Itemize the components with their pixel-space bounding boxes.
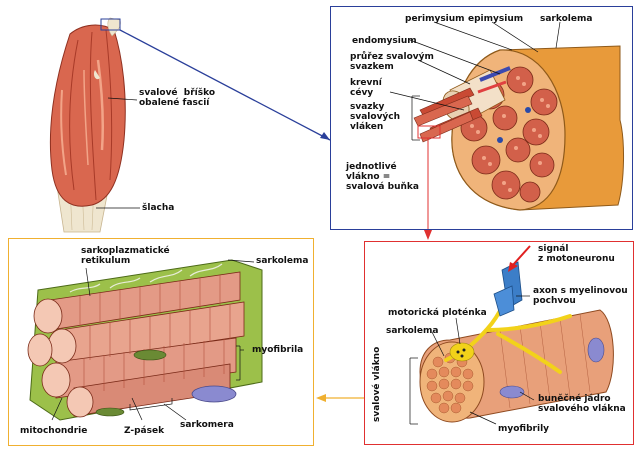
- whole-muscle-illustration: [49, 17, 126, 233]
- label-sarkolema-left: sarkolema: [256, 256, 309, 266]
- label-sarkolema-right: sarkolema: [386, 326, 439, 336]
- label-myofibrily: myofibrily: [498, 424, 550, 434]
- label-mitochondrie: mitochondrie: [20, 426, 88, 436]
- label-endomysium: endomysium: [352, 36, 417, 46]
- label-tendon: šlacha: [142, 203, 175, 213]
- label-epimysium: epimysium: [468, 14, 524, 24]
- label-single-fiber: jednotlivé vlákno = svalová buňka: [346, 162, 419, 192]
- label-muscle-fiber: svalové vlákno: [372, 346, 382, 422]
- label-axon: axon s myelinovou pochvou: [533, 286, 628, 306]
- myofibril-illustration: [27, 259, 263, 421]
- label-sarkomera: sarkomera: [180, 420, 234, 430]
- label-cross-section: průřez svalovým svazkem: [350, 52, 434, 72]
- label-perimysium: perimysium: [405, 14, 465, 24]
- label-sarkolema-top: sarkolema: [540, 14, 593, 24]
- label-signal: signál z motoneuronu: [538, 244, 615, 264]
- label-motor-plate: motorická ploténka: [388, 308, 487, 318]
- neuromuscular-panel: [364, 241, 634, 445]
- label-sarcoplasmic-reticulum: sarkoplazmatické retikulum: [81, 246, 170, 266]
- cross-section-illustration: [413, 45, 624, 211]
- label-blood-vessels: krevní cévy: [350, 78, 382, 98]
- cross-section-panel: [330, 6, 633, 230]
- label-fiber-bundles: svazky svalových vláken: [350, 102, 401, 132]
- label-muscle-belly: svalové bříško obalené fascií: [139, 88, 216, 108]
- label-myofibrila: myofibrila: [252, 345, 304, 355]
- label-nucleus: buněčné jádro svalového vlákna: [538, 394, 626, 414]
- label-z-pasek: Z-pásek: [124, 426, 165, 436]
- myofibril-panel: [8, 238, 314, 446]
- neuromuscular-junction-illustration: [419, 245, 614, 423]
